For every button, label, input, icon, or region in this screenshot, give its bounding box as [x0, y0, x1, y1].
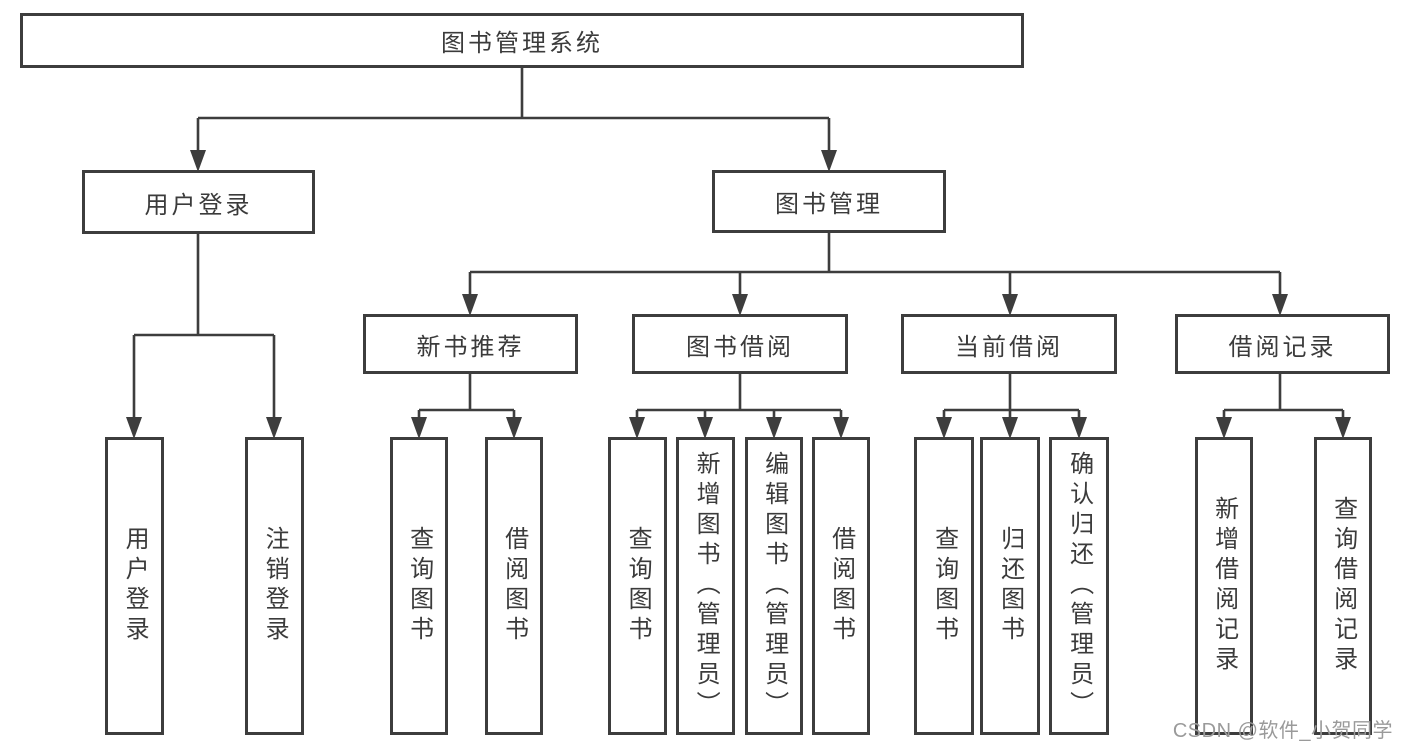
leaf-query-borrow-record-label: 查询借阅记录: [1329, 496, 1357, 676]
node-root-label: 图书管理系统: [441, 30, 603, 57]
leaf-add-borrow-record-label: 新增借阅记录: [1210, 496, 1238, 676]
leaf-user-login-label: 用户登录: [121, 526, 149, 646]
leaf-add-borrow-record: 新增借阅记录: [1195, 437, 1253, 735]
node-current-borrow: 当前借阅: [901, 314, 1117, 374]
node-borrow-records-label: 借阅记录: [1228, 333, 1337, 361]
leaf-edit-book-admin: 编辑图书（管理员）: [745, 437, 803, 735]
leaf-logout-label: 注销登录: [261, 526, 289, 646]
leaf-add-book-admin: 新增图书（管理员）: [676, 437, 735, 735]
node-user-login-label: 用户登录: [144, 191, 253, 219]
leaf-query-borrow-record: 查询借阅记录: [1314, 437, 1372, 735]
leaf-borrow-books-recommend: 借阅图书: [485, 437, 543, 735]
leaf-query-books-recommend-label: 查询图书: [405, 526, 433, 646]
node-book-management-label: 图书管理: [775, 191, 883, 218]
leaf-query-books-recommend: 查询图书: [390, 437, 448, 735]
leaf-query-books-borrow-label: 查询图书: [624, 526, 652, 646]
leaf-borrow-books-recommend-label: 借阅图书: [500, 526, 528, 646]
arrowheads: [126, 150, 1351, 439]
watermark: CSDN @软件_小贺同学: [1172, 720, 1393, 742]
node-new-book-recommend-label: 新书推荐: [416, 333, 525, 361]
leaf-borrow-books-label: 借阅图书: [827, 526, 855, 646]
node-borrow-records: 借阅记录: [1175, 314, 1390, 374]
leaf-borrow-books: 借阅图书: [812, 437, 870, 735]
connector-path: [132, 68, 1345, 418]
leaf-user-login: 用户登录: [105, 437, 164, 735]
node-book-management: 图书管理: [712, 170, 946, 233]
node-book-borrow-label: 图书借阅: [686, 333, 794, 361]
leaf-confirm-return-admin-label: 确认归还（管理员）: [1065, 451, 1093, 721]
leaf-return-books: 归还图书: [980, 437, 1040, 735]
node-user-login: 用户登录: [82, 170, 315, 234]
leaf-query-books-current-label: 查询图书: [930, 526, 958, 646]
node-book-borrow: 图书借阅: [632, 314, 848, 374]
node-root: 图书管理系统: [20, 13, 1024, 68]
leaf-query-books-current: 查询图书: [914, 437, 974, 735]
node-new-book-recommend: 新书推荐: [363, 314, 578, 374]
leaf-return-books-label: 归还图书: [996, 526, 1024, 646]
leaf-confirm-return-admin: 确认归还（管理员）: [1049, 437, 1109, 735]
node-current-borrow-label: 当前借阅: [955, 333, 1063, 361]
leaf-edit-book-admin-label: 编辑图书（管理员）: [760, 451, 788, 721]
leaf-add-book-admin-label: 新增图书（管理员）: [692, 451, 720, 721]
leaf-query-books-borrow: 查询图书: [608, 437, 667, 735]
leaf-logout: 注销登录: [245, 437, 304, 735]
